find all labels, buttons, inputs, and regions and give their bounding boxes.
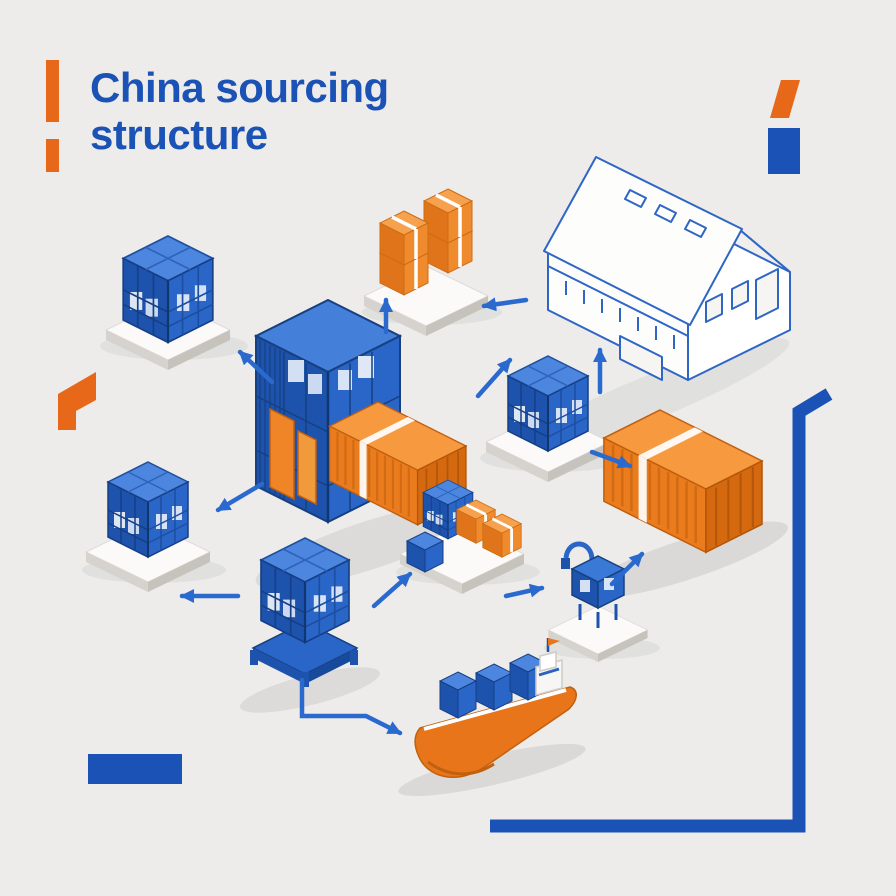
decor-slant-top-right (770, 80, 800, 118)
orange-container-icon (602, 408, 764, 554)
supplier-crate-top-left (100, 234, 248, 371)
pallet-icon (251, 621, 359, 684)
decor-rect-bottom-left (88, 754, 182, 784)
flow-arrow (475, 357, 513, 399)
pallet-leg (350, 650, 358, 665)
pallet-leg (301, 672, 309, 687)
flow-arrow (503, 583, 545, 599)
container-right (582, 408, 788, 599)
page-title: China sourcing structure (90, 64, 389, 158)
orange-box-icon (422, 187, 474, 245)
orange-box-icon (481, 512, 523, 559)
warehouse-icon (543, 156, 791, 381)
supplier-crate-left (82, 461, 226, 593)
ship-containers (438, 653, 548, 719)
flow-arrow (609, 551, 645, 587)
flow-arrow (299, 677, 403, 736)
flow-arrows (179, 297, 645, 736)
orange-box-icon (378, 209, 430, 267)
decor-frame-bottom-right (490, 388, 833, 833)
title-line-2: structure (90, 111, 268, 159)
decor-chevron-left (58, 372, 96, 430)
blue-crate-icon (507, 355, 589, 452)
crate-with-boxes (396, 479, 540, 595)
packed-goods-stack (362, 187, 502, 337)
flow-arrow (481, 297, 529, 312)
decor-bar-top-left-2 (46, 139, 59, 172)
ship-flag (548, 638, 560, 646)
decor-shapes (46, 60, 833, 833)
flow-arrow (589, 449, 633, 469)
pallet-leg (250, 650, 258, 665)
pallet-crate-icon (259, 536, 351, 644)
decor-bar-top-left-1 (46, 60, 59, 122)
flow-arrow (237, 349, 275, 385)
flow-arrow (371, 571, 413, 609)
blue-crate-icon (122, 234, 214, 344)
ship-bridge (535, 638, 563, 696)
ship-hull (414, 686, 577, 778)
title-line-1: China sourcing (90, 64, 389, 111)
flow-arrow (215, 481, 265, 513)
small-blue-box-icon (406, 531, 444, 573)
blue-crate-icon (107, 461, 189, 558)
cargo-ship-icon (398, 638, 586, 797)
pallet-crate (240, 536, 380, 713)
decor-rect-top-right (768, 128, 800, 174)
